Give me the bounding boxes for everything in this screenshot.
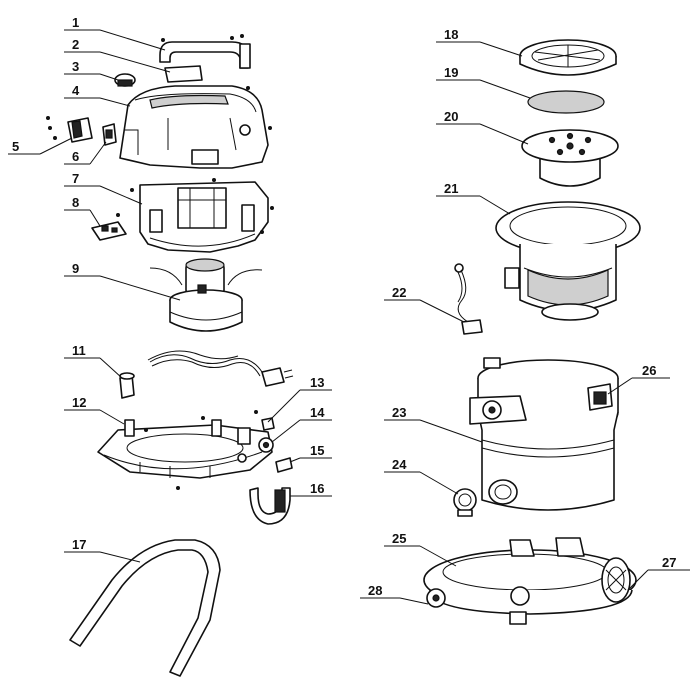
callout-labels: 1 2 3 4 5 6 7 8 9 11 12 13 14 15 16 17 1… [8, 15, 690, 605]
part-18-filter-cover [519, 39, 617, 76]
part-3-knob [114, 73, 136, 87]
callout-label-14: 14 [310, 405, 325, 420]
callout-2: 2 [64, 37, 171, 73]
callout-label-26: 26 [642, 363, 656, 378]
screws [46, 34, 274, 490]
callout-19: 19 [436, 65, 531, 99]
callout-12: 12 [64, 395, 125, 425]
callout-label-21: 21 [444, 181, 458, 196]
callout-5: 5 [8, 137, 73, 155]
part-26-latch [587, 383, 613, 411]
part-28-caster [426, 588, 446, 608]
part-15-bracket [275, 457, 293, 473]
callout-label-20: 20 [444, 109, 458, 124]
callout-7: 7 [64, 171, 143, 205]
callout-label-15: 15 [310, 443, 324, 458]
callout-13: 13 [267, 375, 332, 423]
callout-14: 14 [271, 405, 332, 443]
callout-label-3: 3 [72, 59, 79, 74]
callout-label-28: 28 [368, 583, 382, 598]
callout-11: 11 [64, 343, 123, 379]
callout-label-27: 27 [662, 555, 676, 570]
callout-24: 24 [384, 457, 459, 495]
part-22-sensor-cable [454, 263, 483, 335]
callout-20: 20 [436, 109, 529, 145]
part-20-filter-cage [521, 129, 619, 187]
callout-label-6: 6 [72, 149, 79, 164]
callout-27: 27 [627, 555, 690, 591]
part-14-gear [258, 437, 274, 453]
callout-23: 23 [384, 405, 483, 443]
callout-label-5: 5 [12, 139, 19, 154]
callout-16: 16 [290, 481, 332, 497]
part-25-caster-base [423, 537, 637, 625]
part-1-handle [159, 41, 251, 69]
part-13-clip [261, 417, 275, 431]
callout-label-11: 11 [72, 343, 86, 358]
part-27-wheel [601, 557, 631, 603]
part-12-base-plate [97, 419, 273, 479]
part-17-push-handle [69, 539, 221, 677]
callout-label-13: 13 [310, 375, 324, 390]
callout-label-25: 25 [392, 531, 406, 546]
part-2-label [164, 65, 203, 83]
callout-28: 28 [360, 583, 429, 605]
part-6-switch-frame [102, 123, 117, 146]
callout-label-23: 23 [392, 405, 406, 420]
callout-label-16: 16 [310, 481, 324, 496]
callout-25: 25 [384, 531, 457, 567]
part-16-hose-clip [249, 487, 291, 525]
part-21-filter-basket [495, 201, 641, 321]
callout-26: 26 [607, 363, 670, 395]
callout-label-12: 12 [72, 395, 86, 410]
callout-3: 3 [64, 59, 119, 81]
callout-1: 1 [64, 15, 166, 51]
callout-22: 22 [384, 285, 465, 323]
part-23-tank [469, 357, 619, 511]
part-7-motor-housing [139, 181, 269, 253]
callout-9: 9 [64, 261, 181, 301]
part-4-head-cover [119, 85, 269, 169]
part-19-foam-pad [527, 90, 605, 114]
callout-label-7: 7 [72, 171, 79, 186]
callout-label-22: 22 [392, 285, 406, 300]
callout-21: 21 [436, 181, 511, 215]
part-24-drain-cap [453, 488, 477, 517]
callout-label-18: 18 [444, 27, 458, 42]
part-11-power-cord [119, 350, 294, 399]
part-9-motor [149, 258, 263, 332]
callout-15: 15 [289, 443, 332, 463]
callout-label-19: 19 [444, 65, 458, 80]
callout-label-4: 4 [72, 83, 80, 98]
part-8-pcb [91, 221, 127, 241]
callout-label-17: 17 [72, 537, 86, 552]
callout-6: 6 [64, 141, 107, 165]
callout-18: 18 [436, 27, 523, 57]
part-5-switch [67, 117, 93, 143]
callout-label-1: 1 [72, 15, 79, 30]
callout-label-2: 2 [72, 37, 79, 52]
callout-8: 8 [64, 195, 101, 227]
callout-4: 4 [64, 83, 131, 107]
callout-17: 17 [64, 537, 141, 563]
callout-label-24: 24 [392, 457, 407, 472]
callout-label-9: 9 [72, 261, 79, 276]
callout-label-8: 8 [72, 195, 79, 210]
